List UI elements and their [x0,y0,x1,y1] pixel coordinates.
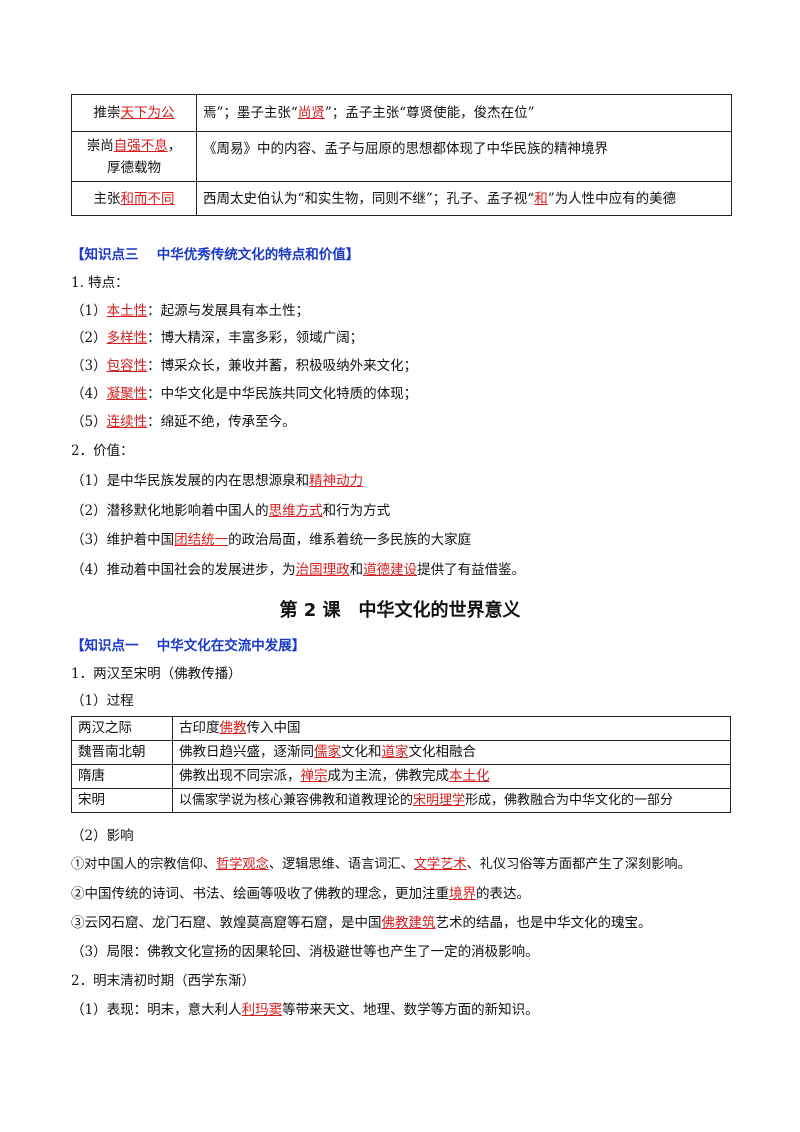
period-cell: 隋唐 [71,764,173,789]
table-row: 崇尚自强不息，厚德载物 《周易》中的内容、孟子与屈原的思想都体现了中华民族的精神… [71,131,732,182]
table-key-cell: 主张和而不同 [71,181,197,216]
values-title: 2．价值： [71,443,134,459]
list-item: （2）多样性：博大精深，丰富多彩，领域广阔； [71,330,364,346]
table-key-cell: 推崇天下为公 [71,94,197,132]
table-row: 隋唐 佛教出现不同宗派，禅宗成为主流，佛教完成本土化 [71,764,731,789]
kp1-heading: 【知识点一 中华文化在交流中发展】 [71,638,306,654]
list-item: （5）连续性：绵延不绝，传承至今。 [71,414,296,430]
table-row: 两汉之际 古印度佛教传入中国 [71,716,731,741]
list-item: （4）推动着中国社会的发展进步，为治国理政和道德建设提供了有益借鉴。 [71,562,526,578]
period-cell: 宋明 [71,788,173,813]
process-cell: 佛教出现不同宗派，禅宗成为主流，佛教完成本土化 [172,764,731,789]
table-value-cell: 西周太史伯认为“和实生物，同则不继”；孔子、孟子视“和”为人性中应有的美德 [196,181,732,216]
influence-title: （2）影响 [71,828,134,844]
process-cell: 以儒家学说为核心兼容佛教和道教理论的宋明理学形成，佛教融合为中华文化的一部分 [172,788,731,813]
features-title: 1. 特点： [71,275,129,291]
table-row: 主张和而不同 西周太史伯认为“和实生物，同则不继”；孔子、孟子视“和”为人性中应… [71,181,732,216]
table-key-cell: 崇尚自强不息，厚德载物 [71,131,197,182]
period-cell: 魏晋南北朝 [71,740,173,765]
section-title: 2．明末清初时期（西学东渐） [71,973,256,989]
list-item: （1）表现：明末，意大利人利玛窦等带来天文、地理、数学等方面的新知识。 [71,1002,539,1018]
list-item: ②中国传统的诗词、书法、绘画等吸收了佛教的理念，更加注重境界的表达。 [71,886,530,902]
list-item: （4）凝聚性：中华文化是中华民族共同文化特质的体现； [71,386,418,402]
process-cell: 古印度佛教传入中国 [172,716,731,741]
table-row: 宋明 以儒家学说为核心兼容佛教和道教理论的宋明理学形成，佛教融合为中华文化的一部… [71,788,731,813]
list-item: （3）包容性：博采众长，兼收并蓄，积极吸纳外来文化； [71,358,418,374]
lesson-title: 第 2 课 中华文化的世界意义 [279,600,521,621]
section-title: 1．两汉至宋明（佛教传播） [71,666,242,682]
list-item: （2）潜移默化地影响着中国人的思维方式和行为方式 [71,503,391,519]
list-item: （1）是中华民族发展的内在思想源泉和精神动力 [71,473,364,489]
limitation-text: （3）局限：佛教文化宣扬的因果轮回、消极避世等也产生了一定的消极影响。 [71,944,539,960]
table-value-cell: 焉”；墨子主张“尚贤”；孟子主张“尊贤使能，俊杰在位” [196,94,732,132]
process-title: （1）过程 [71,693,134,709]
process-table: 两汉之际 古印度佛教传入中国 魏晋南北朝 佛教日趋兴盛，逐渐同儒家文化和道家文化… [71,716,731,813]
kp3-heading: 【知识点三 中华优秀传统文化的特点和价值】 [71,247,360,263]
table-row: 魏晋南北朝 佛教日趋兴盛，逐渐同儒家文化和道家文化相融合 [71,740,731,765]
process-cell: 佛教日趋兴盛，逐渐同儒家文化和道家文化相融合 [172,740,731,765]
list-item: ③云冈石窟、龙门石窟、敦煌莫高窟等石窟，是中国佛教建筑艺术的结晶，也是中华文化的… [71,915,652,931]
values-table: 推崇天下为公 焉”；墨子主张“尚贤”；孟子主张“尊贤使能，俊杰在位” 崇尚自强不… [71,94,732,216]
period-cell: 两汉之际 [71,716,173,741]
list-item: （1）本土性：起源与发展具有本土性； [71,303,310,319]
table-value-cell: 《周易》中的内容、孟子与屈原的思想都体现了中华民族的精神境界 [196,131,732,182]
list-item: （3）维护着中国团结统一的政治局面，维系着统一多民族的大家庭 [71,532,472,548]
list-item: ①对中国人的宗教信仰、哲学观念、逻辑思维、语言词汇、文学艺术、礼仪习俗等方面都产… [71,857,691,872]
table-row: 推崇天下为公 焉”；墨子主张“尚贤”；孟子主张“尊贤使能，俊杰在位” [71,94,732,132]
